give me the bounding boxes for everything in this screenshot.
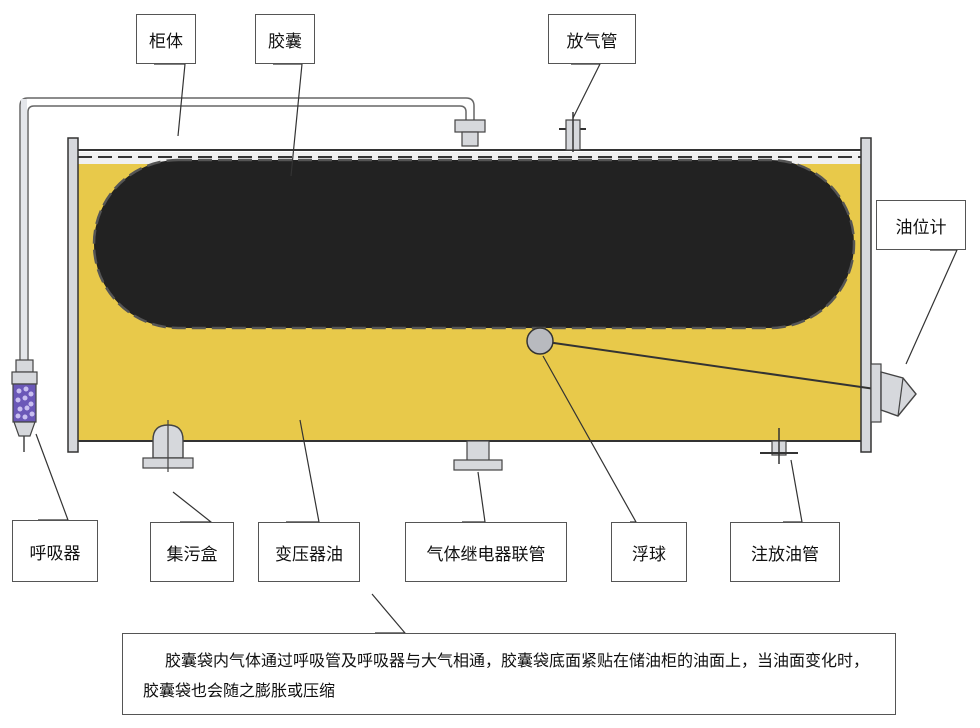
caption-text: 胶囊袋内气体通过呼吸管及呼吸器与大气相通，胶囊袋底面紧贴在储油柜的油面上，当油面…	[143, 651, 870, 700]
breather-pipe	[19, 97, 475, 372]
label-capsule: 胶囊	[255, 14, 315, 64]
fill-drain-pipe	[760, 428, 798, 464]
float-ball	[526, 327, 883, 391]
vent-pipe	[559, 112, 586, 152]
label-float-ball: 浮球	[611, 522, 687, 582]
label-sump: 集污盒	[150, 522, 234, 582]
label-fill-drain-pipe: 注放油管	[730, 522, 840, 582]
label-transformer-oil: 变压器油	[258, 522, 360, 582]
relay-pipe-flange	[453, 440, 503, 471]
label-oil-gauge: 油位计	[876, 200, 966, 250]
label-breather: 呼吸器	[12, 520, 98, 582]
caption-box: 胶囊袋内气体通过呼吸管及呼吸器与大气相通，胶囊袋底面紧贴在储油柜的油面上，当油面…	[122, 633, 896, 715]
label-relay-pipe: 气体继电器联管	[405, 522, 567, 582]
breather-device	[11, 359, 38, 452]
oil-gauge	[870, 363, 917, 423]
label-cabinet: 柜体	[136, 14, 196, 64]
capsule-bag	[92, 158, 856, 330]
breather-pipe-fill	[21, 99, 27, 371]
label-vent-pipe: 放气管	[548, 14, 636, 64]
top-flange	[454, 119, 486, 147]
sump-box	[142, 420, 194, 472]
